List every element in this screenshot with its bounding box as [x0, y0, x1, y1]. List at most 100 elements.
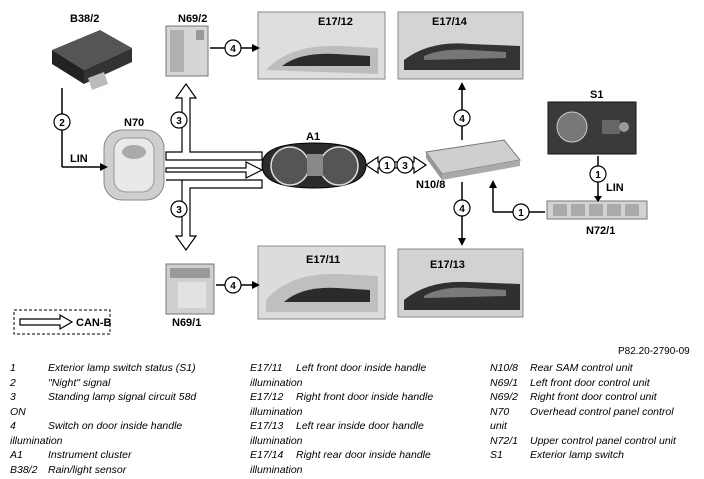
label-a1: A1: [306, 131, 320, 143]
legend-entry: illumination: [10, 434, 245, 449]
door-handle-photo-e17-11: [257, 245, 386, 320]
label-e17-14: E17/14: [432, 16, 468, 28]
legend-key: E17/13: [250, 420, 284, 432]
legend-entry: illumination: [250, 405, 485, 420]
legend-key: N70: [490, 405, 510, 418]
legend-entry: illumination: [250, 376, 485, 391]
legend-entry: S1 Exterior lamp switch: [490, 448, 700, 463]
legend-column-2: E17/11 Left front door inside handle illum…: [250, 361, 485, 477]
legend-entry: 4 Switch on door inside handle: [10, 419, 245, 434]
legend-key: N10/8: [490, 362, 519, 374]
legend-key: 4: [10, 420, 16, 432]
label-s1: S1: [590, 89, 603, 101]
signal-4-marker-n69-2: 4: [230, 44, 236, 55]
legend-key: N72/1: [490, 434, 519, 447]
legend-text: Left rear inside door handle: [296, 420, 424, 432]
legend-entry: illumination: [250, 434, 485, 449]
legend-entry: A1 Instrument cluster: [10, 448, 245, 463]
legend-key: E17/14: [250, 449, 284, 461]
legend-text: Left front door control unit: [530, 376, 650, 389]
overhead-control-panel-n70: [103, 129, 165, 201]
legend-key: A1: [10, 449, 23, 461]
door-control-unit-n69-1: [165, 263, 215, 315]
upper-control-panel-n72-1: [546, 200, 648, 220]
label-n10-8: N10/8: [416, 179, 445, 191]
signal-3-marker-up: 3: [176, 116, 182, 127]
legend-text: Instrument cluster: [48, 449, 132, 461]
legend-text: unit: [490, 420, 507, 432]
reference-number: P82.20-2790-09: [618, 346, 690, 357]
legend-entry: E17/14 Right rear door inside handle: [250, 448, 485, 463]
legend-key: B38/2: [10, 463, 38, 476]
legend-entry: E17/11 Left front door inside handle: [250, 361, 485, 376]
signal-markers: [53, 39, 607, 294]
legend-text: Left front door inside handle: [296, 362, 427, 374]
signal-4-marker-e17-13: 4: [459, 204, 465, 215]
can-b-legend-box: [13, 309, 111, 335]
signal-2-marker: 2: [59, 118, 65, 129]
legend-entry: N72/1 Upper control panel control unit: [490, 434, 700, 449]
signal-1-marker-n72-1: 1: [518, 208, 524, 219]
legend-entry: N69/1 Left front door control unit: [490, 376, 700, 391]
legend-text: illumination: [250, 434, 303, 447]
legend-text: Exterior lamp switch: [530, 449, 624, 461]
legend-text: Upper control panel control unit: [530, 434, 676, 447]
instrument-cluster-a1: [261, 142, 367, 189]
legend-entry: N10/8 Rear SAM control unit: [490, 361, 700, 376]
legend-text: Right rear door inside handle: [296, 449, 431, 461]
legend-text: Switch on door inside handle: [48, 420, 183, 432]
legend-key: S1: [490, 449, 503, 461]
legend-column-1: 1 Exterior lamp switch status (S1) 2 "Night…: [10, 361, 245, 477]
label-e17-12: E17/12: [318, 16, 353, 28]
signal-4-marker-e17-14: 4: [459, 114, 465, 125]
legend-text: Rear SAM control unit: [530, 362, 633, 374]
signal-1-marker-a1: 1: [384, 161, 390, 172]
legend-entry: E17/13 Left rear inside door handle: [250, 419, 485, 434]
label-b38-2: B38/2: [70, 13, 99, 25]
legend-text: Exterior lamp switch status (S1): [48, 362, 196, 374]
legend-text: Standing lamp signal circuit 58d: [48, 391, 197, 403]
legend-text: Right front door inside handle: [296, 391, 434, 403]
legend-entry: unit: [490, 419, 700, 434]
legend-key: 2: [10, 376, 16, 389]
exterior-lamp-switch-s1: [547, 101, 637, 155]
legend-key: N69/2: [490, 391, 519, 403]
label-n72-1: N72/1: [586, 225, 615, 237]
label-can-b: CAN-B: [76, 317, 111, 329]
label-n69-1: N69/1: [172, 317, 201, 329]
signal-4-marker-n69-1: 4: [230, 281, 236, 292]
signal-3-marker-down: 3: [176, 205, 182, 216]
legend-entry: ON: [10, 405, 245, 420]
rain-light-sensor-b38-2: [52, 30, 132, 90]
label-lin-left: LIN: [70, 153, 88, 165]
legend-entry: illumination: [250, 463, 485, 478]
legend-entry: 2 "Night" signal: [10, 376, 245, 391]
signal-3-marker-a1: 3: [402, 161, 408, 172]
legend-entry: N70 Overhead control panel control: [490, 405, 700, 420]
legend-key: E17/11: [250, 362, 283, 374]
legend-key: N69/1: [490, 376, 519, 389]
arrowheads: [100, 44, 602, 289]
label-n70: N70: [124, 117, 144, 129]
legend-text: Overhead control panel control: [530, 405, 674, 418]
legend-text: illumination: [250, 463, 303, 476]
legend-key: 1: [10, 362, 16, 374]
label-n69-2: N69/2: [178, 13, 207, 25]
door-handle-photo-e17-14: [397, 11, 524, 80]
label-e17-13: E17/13: [430, 259, 465, 271]
label-e17-11: E17/11: [306, 254, 340, 266]
door-handle-photo-e17-12: [257, 11, 386, 80]
legend-entry: 1 Exterior lamp switch status (S1): [10, 361, 245, 376]
legend-text: illumination: [250, 405, 303, 418]
door-control-unit-n69-2: [165, 25, 209, 77]
legend-text: illumination: [250, 376, 303, 389]
legend-text: "Night" signal: [48, 376, 111, 389]
can-b-bus-arrows: [165, 82, 428, 252]
legend-text: ON: [10, 405, 26, 418]
